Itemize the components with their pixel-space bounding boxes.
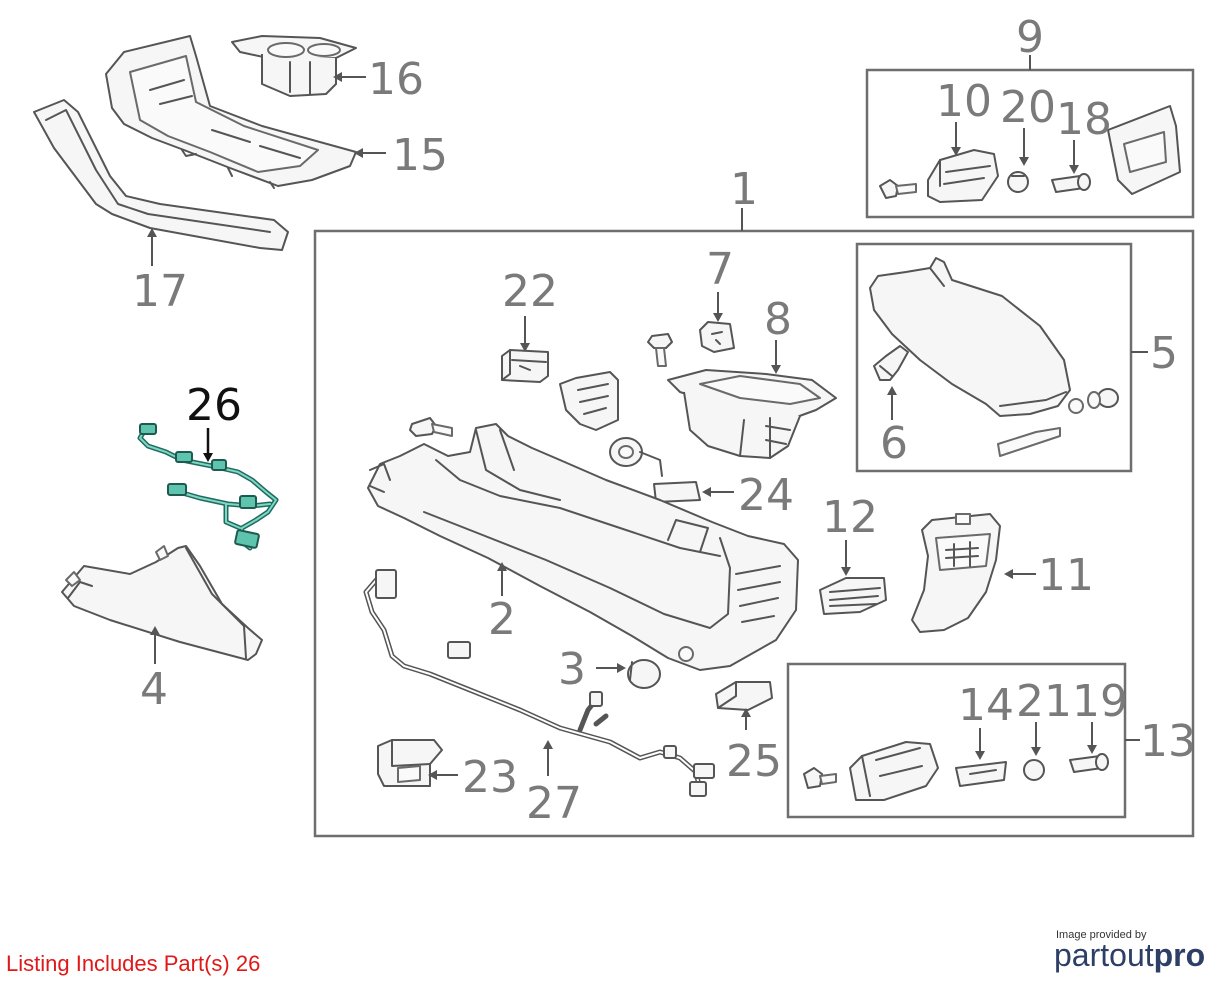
part-7-clip — [699, 321, 735, 353]
part-19-bulb — [1069, 753, 1109, 773]
part-14-insert — [955, 761, 1007, 787]
callout-11: 11 — [1038, 550, 1094, 601]
lower-side-panel-part — [61, 545, 263, 661]
callout-10: 10 — [936, 76, 992, 127]
callout-13: 13 — [1140, 716, 1196, 767]
brand-wordmark-part2: pro — [1154, 937, 1206, 973]
assembly-1-frame — [313, 229, 1195, 838]
callout-3: 3 — [558, 644, 586, 695]
part-22-bracket — [501, 349, 549, 383]
part-18-bulb — [1051, 173, 1091, 193]
part-13-switch — [803, 741, 939, 801]
image-credit-caption: Image provided by — [1056, 929, 1147, 941]
callout-20: 20 — [1000, 82, 1056, 133]
main-console-part — [367, 423, 799, 671]
callout-19: 19 — [1072, 676, 1128, 727]
callout-23: 23 — [462, 752, 518, 803]
rear-vent-panel-part — [911, 513, 1001, 633]
callout-14: 14 — [958, 680, 1014, 731]
cup-holder-part — [231, 35, 357, 97]
callout-12: 12 — [822, 492, 878, 543]
wiring-harness-27-part — [363, 569, 715, 797]
callout-9: 9 — [1016, 12, 1044, 63]
part-10-switch — [879, 149, 999, 203]
part-9-trim-plate — [1107, 105, 1181, 195]
part-24-connector — [609, 437, 701, 503]
callout-27: 27 — [526, 778, 582, 829]
callout-22: 22 — [502, 266, 558, 317]
callout-1: 1 — [730, 164, 758, 215]
callout-21: 21 — [1016, 676, 1072, 727]
callout-24: 24 — [738, 470, 794, 521]
callout-6: 6 — [880, 418, 908, 469]
shift-trim-plate-part — [105, 35, 357, 189]
brand-wordmark-part1: partout — [1054, 937, 1154, 973]
part-25-clip — [715, 681, 773, 711]
callout-4: 4 — [140, 664, 168, 715]
part-12-vent — [819, 577, 887, 615]
callout-5: 5 — [1150, 328, 1178, 379]
callout-26-highlighted: 26 — [186, 380, 242, 431]
partoutpro-logo: Image provided by partoutpro — [1054, 929, 1205, 973]
part-23-switch — [377, 739, 443, 787]
callout-7: 7 — [706, 244, 734, 295]
wiring-harness-26-part — [137, 423, 279, 551]
screw-near-2 — [409, 417, 453, 437]
callout-8: 8 — [764, 294, 792, 345]
part-bracket-center — [559, 371, 619, 431]
part-6-screw — [873, 345, 909, 381]
callout-2: 2 — [488, 594, 516, 645]
armrest-lid-part — [869, 257, 1119, 457]
screw-near-7 — [647, 333, 673, 367]
listing-includes-text: Listing Includes Part(s) 26 — [6, 951, 260, 976]
callout-16: 16 — [368, 54, 424, 105]
callout-15: 15 — [392, 130, 448, 181]
callout-17: 17 — [132, 266, 188, 317]
callout-25: 25 — [726, 736, 782, 787]
brand-wordmark: partoutpro — [1054, 937, 1205, 973]
side-trim-strip-part — [33, 99, 289, 251]
part-3-plug — [627, 659, 661, 689]
assembly-5-frame — [855, 242, 1133, 473]
callout-18: 18 — [1056, 94, 1112, 145]
part-20-clip — [1007, 171, 1029, 193]
storage-bin-part — [667, 369, 837, 459]
part-21-clip — [1023, 759, 1045, 781]
